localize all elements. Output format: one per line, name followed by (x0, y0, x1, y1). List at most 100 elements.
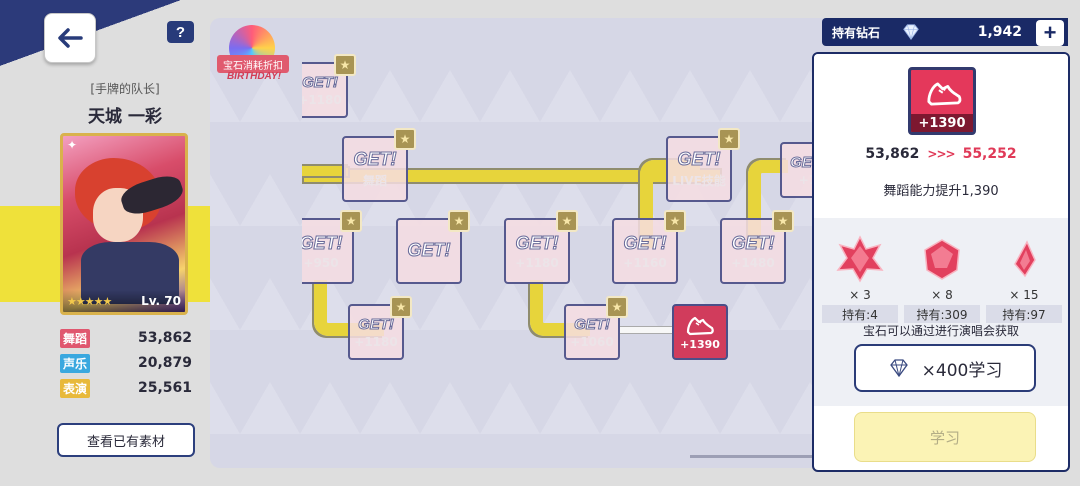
character-card[interactable]: ✦ ★★★★★ Lv. 70 (60, 133, 188, 315)
large-gem-icon (836, 235, 884, 283)
skill-node[interactable]: GET! LIVE技能 ★ (666, 128, 740, 202)
selected-skill-node[interactable]: +1390 (672, 304, 728, 360)
sparkle-icon: ✦ (67, 138, 78, 152)
birthday-sub: BIRTHDAY! (226, 71, 282, 82)
path-upper-link (302, 164, 346, 178)
skill-node[interactable]: GET! +1180 ★ (504, 210, 578, 284)
rarity-stars: ★★★★★ (67, 294, 112, 308)
card-level: Lv. 70 (141, 294, 181, 308)
get-label: GET! (574, 315, 611, 333)
arrow-left-icon (58, 28, 83, 48)
node-value: +1160 (623, 255, 667, 270)
learn-with-gems-button[interactable]: ×400学习 (854, 344, 1036, 392)
new-value: 55,252 (962, 146, 1017, 162)
gem-label: 持有钻石 (832, 25, 881, 40)
node-value: +1180 (515, 255, 559, 270)
skill-node[interactable]: GET! +1480 ★ (720, 210, 794, 284)
skill-detail-panel: +1390 53,862 >>> 55,252 舞蹈能力提升1,390 × 3 … (812, 52, 1070, 472)
node-value: LIVE技能 (672, 174, 726, 188)
stat-label: 舞蹈 (60, 328, 90, 348)
get-label: GET! (731, 232, 775, 253)
gem-owned: 持有:309 (904, 305, 980, 323)
skill-icon: +1390 (908, 67, 976, 135)
stat-row-vocal: 声乐 20,879 (60, 352, 192, 374)
get-label: GET! (353, 149, 397, 170)
star-badge-icon: ★ (390, 296, 412, 318)
arrow-icon: >>> (927, 147, 955, 161)
gem-hint: 宝石可以通过进行演唱会获取 (862, 324, 1019, 338)
get-label: GET! (677, 149, 721, 170)
skill-node[interactable]: GET! +950 ★ (302, 210, 362, 284)
small-gem-icon (1014, 240, 1036, 278)
stat-row-dance: 舞蹈 53,862 (60, 327, 192, 349)
cost-section: × 3 持有:4 × 8 持有:309 × 15 持有:97 宝石可以通过进行演… (814, 218, 1068, 406)
path-locked (618, 326, 678, 334)
board-scrollbar[interactable] (690, 455, 820, 458)
back-button[interactable] (44, 13, 96, 63)
gem-owned: 持有:97 (986, 305, 1062, 323)
card-footer: ★★★★★ Lv. 70 (63, 290, 185, 312)
stat-label: 表演 (60, 378, 90, 398)
shoe-icon (686, 316, 714, 335)
skill-node[interactable]: GET! +1160 ★ (612, 210, 686, 284)
skill-tree[interactable]: GET! +1180 ★ GET! 舞蹈 ★ GET! +950 ★ GET! … (302, 18, 830, 468)
stat-row-performance: 表演 25,561 (60, 377, 192, 399)
stat-label: 声乐 (60, 353, 90, 373)
detail-header: +1390 53,862 >>> 55,252 舞蹈能力提升1,390 (814, 54, 1068, 218)
add-gems-button[interactable]: + (1036, 20, 1064, 46)
skill-board[interactable]: GET! +1180 ★ GET! 舞蹈 ★ GET! +950 ★ GET! … (210, 18, 830, 468)
skill-node[interactable]: GET! ★ (396, 210, 470, 284)
node-value: +950 (303, 255, 339, 270)
star-badge-icon: ★ (718, 128, 740, 150)
star-badge-icon: ★ (334, 54, 356, 76)
skill-description: 舞蹈能力提升1,390 (883, 184, 999, 199)
get-label: GET! (515, 232, 559, 253)
node-value: +1480 (731, 255, 775, 270)
star-badge-icon: ★ (606, 296, 628, 318)
gem-cost-item: × 15 持有:97 (986, 234, 1062, 340)
get-label: GET! (623, 232, 667, 253)
get-label: GET! (407, 239, 451, 260)
gem-count: 1,942 (977, 24, 1022, 40)
card-title: [手牌的队长] (90, 82, 160, 96)
gem-owned: 持有:4 (822, 305, 898, 323)
gem-quantity: × 3 (849, 288, 871, 302)
gem-cost-item: × 3 持有:4 (822, 234, 898, 340)
character-name: 天城 一彩 (88, 107, 162, 127)
get-label: GET! (302, 232, 343, 253)
stat-value: 20,879 (137, 355, 192, 371)
stat-change: 53,862 >>> 55,252 (814, 146, 1068, 162)
node-value: +1180 (302, 92, 342, 107)
skill-icon-value: +1390 (911, 114, 973, 132)
get-label: GET! (358, 315, 395, 333)
star-badge-icon: ★ (394, 128, 416, 150)
view-materials-button[interactable]: 查看已有素材 (57, 423, 195, 457)
old-value: 53,862 (865, 146, 920, 162)
star-badge-icon: ★ (340, 210, 362, 232)
node-value: +1390 (680, 337, 720, 351)
skill-node[interactable]: GET! +1180 ★ (348, 296, 412, 360)
birthday-label: 宝石消耗折扣 (217, 55, 289, 73)
node-value: +1180 (354, 334, 398, 349)
gem-quantity: × 8 (931, 288, 953, 302)
skill-node[interactable]: GET! 舞蹈 ★ (342, 128, 416, 202)
gem-cost-item: × 8 持有:309 (904, 234, 980, 340)
star-badge-icon: ★ (556, 210, 578, 232)
skill-node[interactable]: GET! +1180 ★ (302, 54, 356, 118)
learn-button[interactable]: 学习 (854, 412, 1036, 462)
get-label: GET! (302, 73, 338, 91)
shoe-icon (927, 82, 962, 106)
star-badge-icon: ★ (772, 210, 794, 232)
star-badge-icon: ★ (448, 210, 470, 232)
skill-node[interactable]: GET! +1060 ★ (564, 296, 628, 360)
help-button[interactable]: ? (167, 21, 194, 43)
medium-gem-icon (924, 239, 960, 280)
node-value: 舞蹈 (362, 174, 387, 188)
stat-value: 25,561 (137, 380, 192, 396)
learn-with-gems-label: ×400学习 (921, 360, 1003, 381)
node-value: +1060 (570, 334, 614, 349)
diamond-icon (889, 359, 908, 378)
birthday-discount-badge: 宝石消耗折扣 BIRTHDAY! (217, 25, 289, 87)
stat-value: 53,862 (137, 330, 192, 346)
gem-balance-bar: 持有钻石 1,942 (822, 18, 1068, 46)
